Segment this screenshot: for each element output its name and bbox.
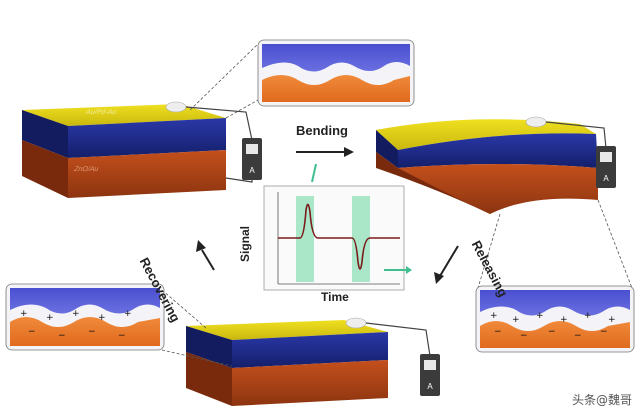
- substrate-zoom: [262, 75, 410, 102]
- peak-arrow-head: [406, 266, 412, 274]
- top-layer-label: Au/Pd-Au: [84, 109, 118, 116]
- zoom-inset-bending: [189, 39, 415, 119]
- wire: [185, 106, 253, 141]
- releasing-highlight: [352, 196, 370, 282]
- substrate-layer: [398, 164, 598, 214]
- ammeter-symbol: A: [427, 382, 433, 391]
- ammeter-symbol: A: [603, 174, 609, 183]
- piezo-layer: [232, 332, 388, 368]
- svg-text:−: −: [548, 327, 556, 337]
- charge-markers: + + + + + + − − − − −: [490, 311, 616, 341]
- substrate-layer: [232, 360, 388, 406]
- svg-text:+: +: [72, 309, 80, 319]
- zoom-line: [161, 349, 233, 367]
- contact-dot: [165, 101, 187, 113]
- svg-text:+: +: [584, 311, 592, 321]
- ammeter-bottom: A: [420, 354, 440, 396]
- zoom-inset-releasing: + + + + + + − − − − −: [475, 199, 635, 353]
- substrate-layer-side: [186, 352, 232, 406]
- charge-markers: + + + + + − − − −: [20, 309, 132, 341]
- svg-text:−: −: [574, 331, 582, 341]
- bottom-layer-label: ZnO/Au: [72, 166, 100, 173]
- piezo-zoom: [262, 44, 410, 72]
- substrate-zoom: [10, 317, 160, 346]
- svg-text:+: +: [490, 311, 498, 321]
- wire: [365, 322, 431, 357]
- zoom-line: [477, 213, 501, 289]
- ammeter-top-left: A: [242, 138, 262, 180]
- svg-text:+: +: [512, 315, 520, 325]
- substrate-layer-side: [22, 140, 68, 198]
- peak-arrow-up: [311, 163, 317, 183]
- ammeter-dial: [424, 360, 436, 370]
- signal-plot: [263, 163, 412, 291]
- time-axis-label: Time: [321, 290, 349, 304]
- ammeter-dial: [600, 152, 612, 162]
- electrode-layer: [186, 320, 388, 340]
- svg-text:−: −: [118, 331, 126, 341]
- substrate-layer: [68, 150, 226, 198]
- svg-text:−: −: [520, 331, 528, 341]
- substrate-zoom: [480, 321, 630, 348]
- zoom-line: [225, 99, 259, 119]
- svg-text:−: −: [600, 327, 608, 337]
- piezo-zoom: [480, 290, 630, 316]
- piezo-layer-side: [376, 130, 398, 168]
- svg-text:+: +: [560, 315, 568, 325]
- ammeter-symbol: A: [249, 166, 255, 175]
- ammeter-top-right: A: [596, 146, 616, 188]
- piezo-layer: [68, 118, 226, 158]
- wire: [545, 121, 607, 149]
- piezo-zoom: [10, 288, 160, 314]
- svg-text:−: −: [58, 331, 66, 341]
- svg-text:+: +: [124, 309, 132, 319]
- piezo-layer-side: [186, 326, 232, 368]
- svg-text:+: +: [46, 313, 54, 323]
- device-top-right: [376, 116, 607, 214]
- device-top-left: [22, 101, 253, 198]
- device-bottom: [186, 317, 431, 406]
- svg-text:−: −: [88, 327, 96, 337]
- bending-label: Bending: [296, 123, 348, 138]
- ammeter-dial: [246, 144, 258, 154]
- contact-dot: [525, 116, 547, 128]
- piezo-layer: [398, 133, 598, 168]
- svg-text:+: +: [536, 311, 544, 321]
- svg-text:−: −: [28, 327, 36, 337]
- bending-highlight: [296, 196, 314, 282]
- svg-text:+: +: [98, 313, 106, 323]
- zoom-line: [189, 43, 259, 111]
- recovering-arrow: [196, 240, 215, 271]
- svg-text:+: +: [608, 315, 616, 325]
- bending-arrow: [296, 147, 354, 157]
- contact-dot: [345, 317, 367, 329]
- releasing-arrow: [434, 245, 459, 284]
- zoom-line: [597, 199, 633, 289]
- signal-axis-label: Signal: [238, 225, 252, 262]
- signal-trace: [278, 203, 400, 270]
- electrode-layer: [376, 119, 596, 150]
- zoom-inset-recovering: + + + + + − − − −: [5, 283, 233, 367]
- piezo-layer-side: [22, 110, 68, 158]
- watermark: 头条@魏哥: [571, 393, 632, 407]
- svg-text:+: +: [20, 309, 28, 319]
- svg-text:−: −: [494, 327, 502, 337]
